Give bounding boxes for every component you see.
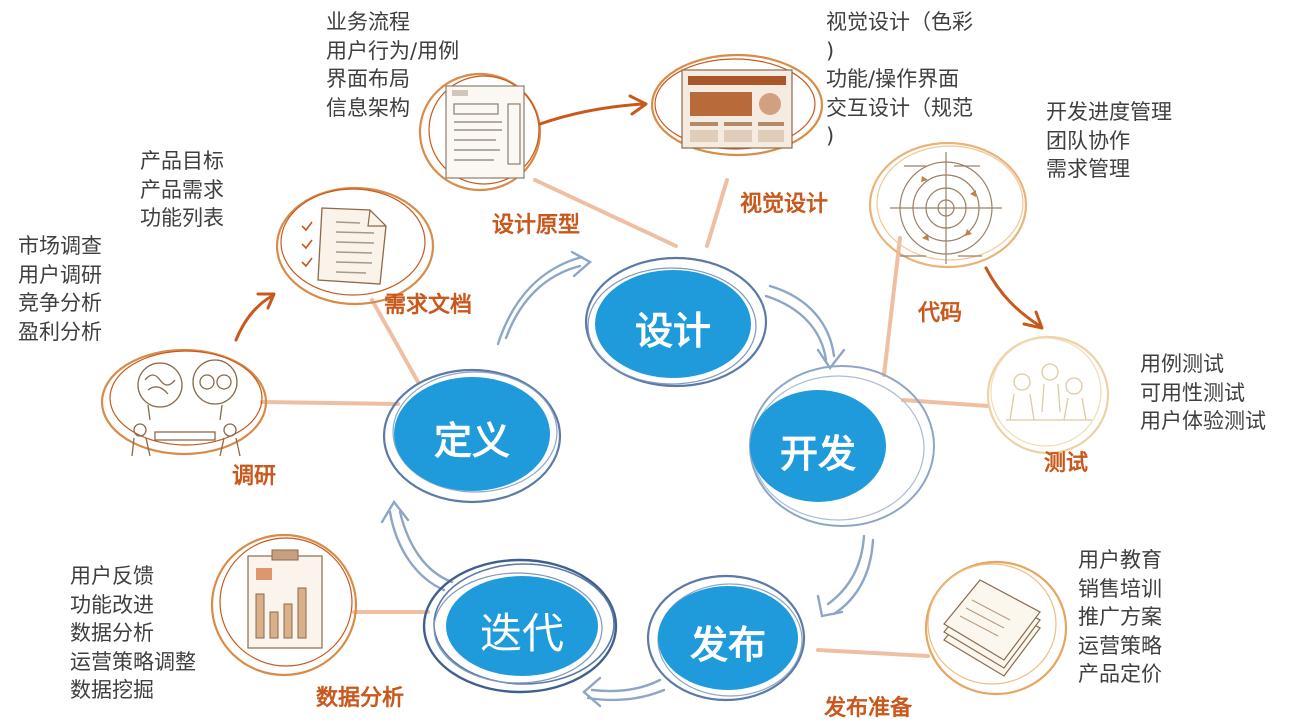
list-item: 竞争分析 (18, 291, 102, 315)
list-item: 用户体验测试 (1140, 409, 1266, 433)
list-item: 可用性测试 (1140, 380, 1245, 405)
sketch-rings (100, 53, 1110, 696)
requirements-items: 产品目标 产品需求 功能列表 (140, 147, 224, 233)
phase-label-visual: 视觉设计 (740, 192, 829, 217)
testing-sketch-icon (1006, 363, 1092, 421)
prototype-items: 业务流程 用户行为/用例 界面布局 信息架构 (326, 8, 459, 122)
phase-label-data-analysis: 数据分析 (316, 686, 405, 711)
list-item: ) (826, 124, 835, 148)
list-item: 功能改进 (70, 592, 154, 617)
discussion-sketch-icon (131, 359, 241, 457)
core-node-develop: 开发 (779, 432, 856, 476)
core-node-release: 发布 (689, 623, 766, 667)
phase-label-requirements: 需求文档 (384, 293, 473, 318)
list-item: 开发进度管理 (1046, 100, 1172, 124)
paper-stack-icon (943, 579, 1041, 677)
wireframe-icon (445, 85, 525, 179)
list-item: 运营策略 (1078, 633, 1162, 658)
research-items: 市场调查 用户调研 竞争分析 盈利分析 (18, 232, 102, 346)
list-item: 产品需求 (140, 177, 224, 202)
list-item: 团队协作 (1046, 128, 1130, 153)
phase-label-research: 调研 (232, 464, 277, 489)
core-nodes (382, 256, 935, 702)
list-item: 需求管理 (1046, 157, 1130, 181)
target-schedule-icon (890, 152, 1002, 264)
list-item: 产品定价 (1078, 662, 1162, 686)
core-node-iterate: 迭代 (479, 609, 564, 658)
phase-label-testing: 测试 (1044, 451, 1089, 476)
list-item: 推广方案 (1078, 605, 1162, 629)
list-item: 信息架构 (326, 95, 410, 120)
visual-items: 视觉设计（色彩 ) 功能/操作界面 交互设计（规范 ) (826, 8, 973, 151)
list-item: 产品目标 (140, 149, 224, 173)
cycle-arrows (380, 250, 875, 708)
list-item: 用户教育 (1078, 548, 1162, 572)
list-item: 用户行为/用例 (326, 38, 460, 63)
list-item: 数据挖掘 (70, 678, 154, 702)
phase-label-prototype: 设计原型 (492, 213, 581, 238)
testing-items: 用例测试 可用性测试 用户体验测试 (1140, 350, 1266, 436)
list-item: ) (826, 38, 835, 63)
core-node-design: 设计 (634, 309, 711, 353)
list-item: 用户反馈 (70, 564, 154, 588)
code-items: 开发进度管理 团队协作 需求管理 (1046, 98, 1172, 184)
release-prep-items: 用户教育 销售培训 推广方案 运营策略 产品定价 (1078, 546, 1162, 689)
list-item: 交互设计（规范 (826, 95, 973, 120)
list-item: 用户调研 (18, 262, 102, 287)
list-item: 界面布局 (326, 67, 410, 91)
bar-chart-clipboard-icon (247, 549, 323, 649)
list-item: 销售培训 (1078, 576, 1162, 601)
data-analysis-items: 用户反馈 功能改进 数据分析 运营策略调整 数据挖掘 (70, 562, 196, 705)
list-item: 视觉设计（色彩 (826, 10, 973, 34)
list-item: 业务流程 (326, 10, 410, 34)
visual-mockup-icon (681, 69, 793, 149)
checklist-document-icon (301, 207, 387, 285)
list-item: 运营策略调整 (70, 649, 196, 674)
flow-arrows (234, 94, 1044, 342)
phase-label-code: 代码 (918, 301, 963, 326)
list-item: 数据分析 (70, 621, 154, 645)
list-item: 功能/操作界面 (826, 67, 960, 91)
core-node-define: 定义 (433, 419, 510, 463)
list-item: 用例测试 (1140, 352, 1224, 376)
phase-label-release-prep: 发布准备 (824, 696, 913, 721)
list-item: 市场调查 (18, 234, 102, 258)
list-item: 盈利分析 (18, 319, 102, 344)
list-item: 功能列表 (140, 206, 224, 230)
